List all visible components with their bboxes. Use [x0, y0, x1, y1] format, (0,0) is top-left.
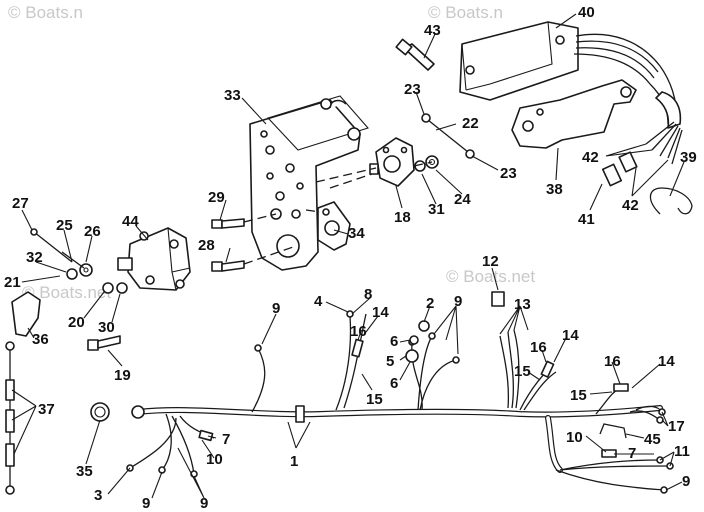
watermark-mid-right: © Boats.net	[446, 267, 535, 286]
electrical-bracket	[249, 95, 369, 271]
callout-5: 5	[386, 353, 394, 370]
callout-36: 36	[32, 331, 49, 348]
callout-29: 29	[208, 189, 225, 206]
callout-27: 27	[12, 195, 29, 212]
callout-17: 17	[668, 418, 685, 435]
leader-lines	[11, 13, 685, 499]
callout-10: 10	[566, 429, 583, 446]
callout-38: 38	[546, 181, 563, 198]
mount-bracket	[511, 79, 637, 149]
power-pack	[459, 21, 682, 129]
callout-15: 15	[514, 363, 531, 380]
callout-40: 40	[578, 4, 595, 21]
clip-45	[599, 423, 627, 439]
callout-15: 15	[570, 387, 587, 404]
callout-35: 35	[76, 463, 93, 480]
screw-2	[418, 320, 430, 332]
callout-18: 18	[394, 209, 411, 226]
callout-43: 43	[424, 22, 441, 39]
assembly-lines	[243, 161, 433, 265]
watermark-mid-left: © Boats.net	[22, 283, 111, 302]
callout-39: 39	[680, 149, 697, 166]
callout-6: 6	[390, 333, 398, 350]
callout-13: 13	[514, 296, 531, 313]
wiring-harness	[126, 310, 674, 494]
callout-26: 26	[84, 223, 101, 240]
callout-22: 22	[462, 115, 479, 132]
solenoid-hardware	[30, 228, 128, 294]
callout-19: 19	[114, 367, 131, 384]
watermark-top-center: © Boats.n	[428, 3, 503, 22]
callout-37: 37	[38, 401, 55, 418]
relay	[369, 137, 415, 187]
callout-33: 33	[224, 87, 241, 104]
callout-42: 42	[622, 197, 639, 214]
clamp-35	[90, 402, 110, 422]
callout-16: 16	[530, 339, 547, 356]
screw-29	[211, 218, 245, 229]
callout-9: 9	[272, 300, 280, 317]
callout-6: 6	[390, 375, 398, 392]
callout-labels: 40 43 23 22 23 33 42 39 38 41 42 29 18 3…	[4, 4, 697, 512]
callout-9: 9	[200, 495, 208, 512]
callout-14: 14	[372, 304, 389, 321]
callout-24: 24	[454, 191, 471, 208]
callout-12: 12	[482, 253, 499, 270]
callout-2: 2	[426, 295, 434, 312]
callout-20: 20	[68, 314, 85, 331]
callout-11: 11	[674, 443, 690, 460]
callout-7: 7	[222, 431, 230, 448]
callout-14: 14	[658, 353, 675, 370]
fuse-cables	[5, 341, 15, 495]
callout-41: 41	[578, 211, 595, 228]
callout-9: 9	[142, 495, 150, 512]
callout-3: 3	[94, 487, 102, 504]
callout-4: 4	[314, 293, 323, 310]
screw-43	[395, 38, 435, 71]
callout-10: 10	[206, 451, 223, 468]
callout-16: 16	[350, 323, 367, 340]
ground-lead	[421, 113, 475, 159]
callout-31: 31	[428, 201, 445, 218]
callout-32: 32	[26, 249, 43, 266]
callout-45: 45	[644, 431, 661, 448]
callout-15: 15	[366, 391, 383, 408]
callout-42: 42	[582, 149, 599, 166]
wire-clip	[649, 187, 693, 215]
callout-1: 1	[290, 453, 298, 470]
callout-30: 30	[98, 319, 115, 336]
callout-14: 14	[562, 327, 579, 344]
callout-8: 8	[364, 286, 372, 303]
callout-28: 28	[198, 237, 215, 254]
screw-19	[87, 335, 121, 351]
starter-solenoid	[117, 227, 191, 291]
callout-7: 7	[628, 445, 636, 462]
boot-36	[11, 291, 41, 337]
callout-25: 25	[56, 217, 73, 234]
callout-21: 21	[4, 274, 21, 291]
callout-16: 16	[604, 353, 621, 370]
callout-23: 23	[500, 165, 517, 182]
callout-9: 9	[682, 473, 690, 490]
callout-34: 34	[348, 225, 365, 242]
callout-9: 9	[454, 293, 462, 310]
connector-12	[491, 291, 505, 307]
callout-44: 44	[122, 213, 139, 230]
ring-terminals	[601, 121, 683, 187]
watermark-top-left: © Boats.n	[8, 3, 83, 22]
screw-28	[211, 260, 245, 272]
callout-23: 23	[404, 81, 421, 98]
screw-5	[405, 349, 419, 363]
washer-6	[409, 335, 419, 345]
